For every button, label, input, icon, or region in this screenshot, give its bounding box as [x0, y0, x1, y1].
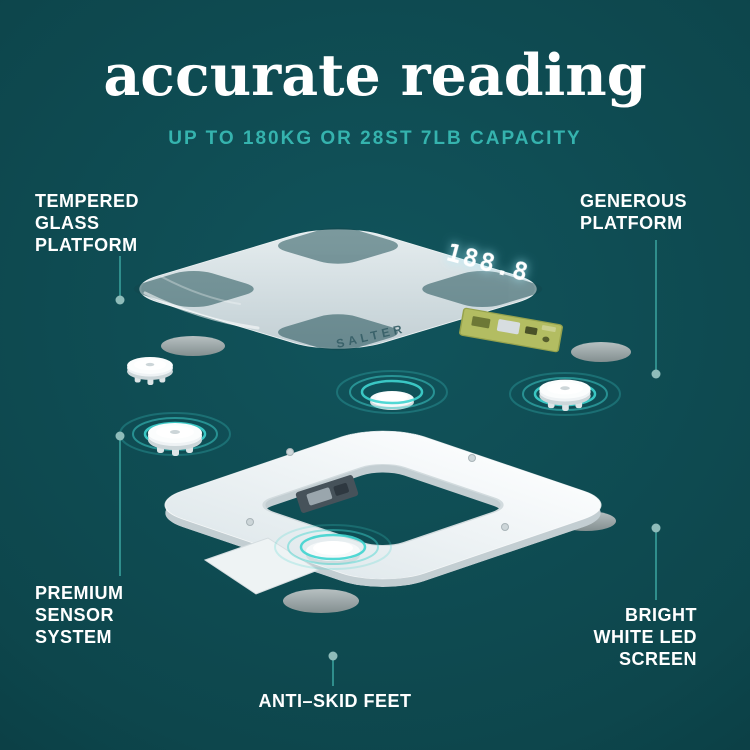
- callout-generous-platform: GENEROUS PLATFORM: [580, 190, 687, 234]
- callout-premium-sensor-system: PREMIUM SENSOR SYSTEM: [35, 582, 124, 648]
- callout-line: GLASS: [35, 213, 100, 233]
- glass-reflection: [143, 291, 260, 330]
- sensor-pod: [148, 423, 202, 456]
- battery-compartment: [295, 475, 359, 513]
- page-subtitle: UP TO 180KG OR 28ST 7LB CAPACITY: [168, 128, 582, 149]
- leader-dot: [328, 651, 338, 661]
- base-frame: [164, 391, 602, 595]
- circuit-board: [459, 307, 563, 353]
- leader-dot: [115, 295, 125, 305]
- callout-line: SENSOR: [35, 605, 115, 625]
- leader-dot: [651, 523, 661, 533]
- sensor-pods: [127, 356, 591, 456]
- glass-corner-patches: [133, 227, 543, 351]
- leader-lines: [119, 240, 657, 686]
- sensor-pod: [127, 356, 173, 385]
- leader-dots: [115, 295, 661, 661]
- leader-dot: [651, 369, 661, 379]
- glass-reflection: [161, 276, 241, 305]
- callout-line: GENEROUS: [580, 191, 688, 211]
- leader-dot: [115, 431, 125, 441]
- callout-line: BRIGHT: [625, 605, 697, 625]
- glass-platform: SALTER 188.8: [133, 227, 543, 351]
- callout-anti-skid-feet: ANTI–SKID FEET: [245, 690, 425, 712]
- anti-skid-pad: [283, 589, 359, 613]
- callout-bright-white-led-screen: BRIGHT WHITE LED SCREEN: [594, 604, 698, 670]
- callout-line: PLATFORM: [580, 213, 683, 233]
- base-plate-tab: [203, 537, 320, 595]
- callout-line: WHITE LED: [593, 627, 697, 647]
- callout-tempered-glass-platform: TEMPERED GLASS PLATFORM: [35, 190, 139, 256]
- callout-line: TEMPERED: [35, 191, 140, 211]
- callout-line: PREMIUM: [35, 583, 124, 603]
- anti-skid-pad: [571, 342, 631, 362]
- anti-skid-pad: [161, 336, 225, 356]
- callout-line: SYSTEM: [35, 627, 113, 647]
- callout-line: ANTI–SKID FEET: [258, 691, 412, 711]
- callout-line: PLATFORM: [35, 235, 138, 255]
- screws: [246, 448, 509, 531]
- base-sensor-bump: [306, 541, 360, 565]
- callout-line: SCREEN: [618, 649, 697, 669]
- sensor-pod: [539, 379, 591, 411]
- page-title: accurate reading: [103, 42, 647, 109]
